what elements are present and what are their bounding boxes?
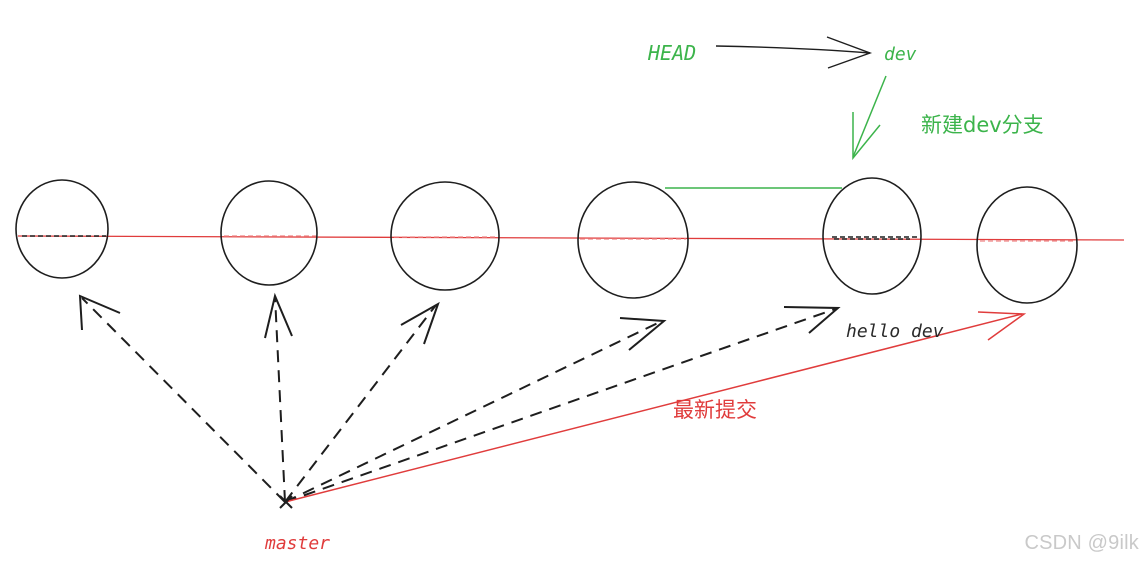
master-arrow-2 — [274, 295, 286, 503]
new-branch-label: 新建dev分支 — [921, 113, 1044, 137]
dev-label: dev — [884, 44, 917, 65]
commit-node-3 — [390, 181, 500, 291]
commit-node-1 — [15, 179, 109, 279]
watermark: CSDN @9ilk — [1024, 532, 1139, 554]
master-origin-mark — [279, 495, 293, 509]
latest-commit-arrow — [284, 311, 1027, 503]
master-arrowheads — [78, 292, 841, 351]
latest-commit-label: 最新提交 — [673, 398, 757, 422]
node-dash-marks — [22, 235, 918, 240]
master-arrow-5 — [284, 307, 839, 503]
master-arrow-3 — [284, 304, 437, 503]
master-arrow-4 — [284, 320, 663, 503]
commit-node-6 — [976, 186, 1078, 304]
commit-node-4 — [577, 181, 689, 299]
commit-nodes — [15, 177, 1078, 304]
head-to-dev-arrow — [715, 36, 873, 69]
master-pointer-arrows — [81, 295, 839, 503]
dev-to-commit-arrow — [852, 75, 887, 161]
commit-node-5 — [822, 177, 922, 295]
master-arrow-1 — [81, 297, 286, 503]
head-label: HEAD — [647, 41, 696, 65]
master-timeline — [17, 235, 1125, 241]
master-label: master — [264, 533, 330, 554]
hello-dev-label: hello dev — [846, 321, 944, 342]
commit-node-2 — [220, 180, 318, 286]
node-dash-marks-light — [224, 235, 1074, 242]
